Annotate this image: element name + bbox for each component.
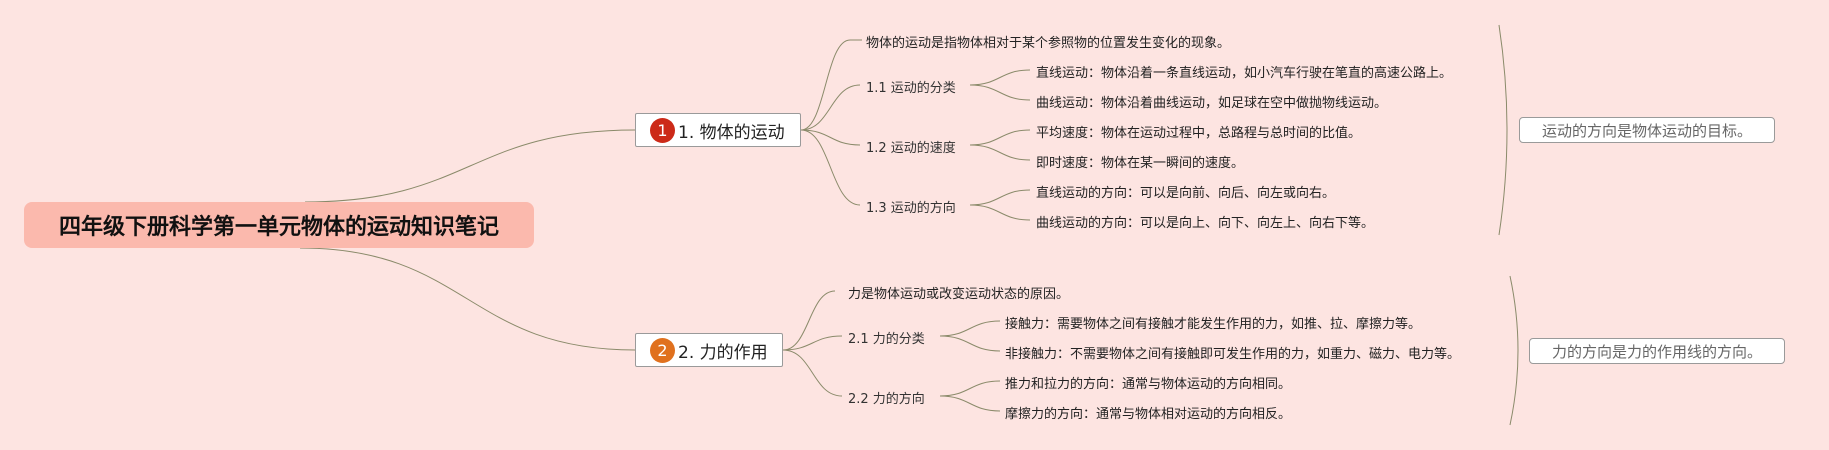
leaf-2-1-b[interactable]: 非接触力：不需要物体之间有接触即可发生作用的力，如重力、磁力、电力等。 xyxy=(1005,347,1461,362)
summary-1[interactable]: 运动的方向是物体运动的目标。 xyxy=(1519,117,1775,143)
subtopic-1-2[interactable]: 1.2 运动的速度 xyxy=(866,141,956,156)
subtopic-2-1[interactable]: 2.1 力的分类 xyxy=(848,332,925,347)
connector-b2-sub1 xyxy=(782,335,843,351)
root-title: 四年级下册科学第一单元物体的运动知识笔记 xyxy=(58,215,499,240)
connector-b2-sub1-leaf-b xyxy=(939,335,1001,352)
connector-b1-sub1 xyxy=(800,84,861,131)
leaf-1-2-a[interactable]: 平均速度：物体在运动过程中，总路程与总时间的比值。 xyxy=(1036,126,1362,141)
priority-2-icon: 2 xyxy=(650,337,675,363)
connector-b2-sub2-leaf-a xyxy=(939,380,1001,397)
connector-b1-sub3 xyxy=(800,129,861,206)
connector-b2-sub2 xyxy=(782,349,843,397)
leaf-1-1-b[interactable]: 曲线运动：物体沿着曲线运动，如足球在空中做抛物线运动。 xyxy=(1036,96,1388,111)
connector-b2-sub2-leaf-b xyxy=(939,395,1001,412)
connector-b1-definition xyxy=(800,39,851,131)
root-topic[interactable]: 四年级下册科学第一单元物体的运动知识笔记 xyxy=(24,202,534,248)
connector-b1-sub2-leaf-b xyxy=(969,144,1031,161)
connector-b2-sub1-leaf-a xyxy=(939,320,1001,337)
connector-b1-sub1-leaf-b xyxy=(969,84,1031,101)
leaf-2-1-a[interactable]: 接触力：需要物体之间有接触才能发生作用的力，如推、拉、摩擦力等。 xyxy=(1005,317,1422,332)
summary-1-bracket xyxy=(1498,24,1508,236)
leaf-1-3-b[interactable]: 曲线运动的方向：可以是向上、向下、向左上、向右下等。 xyxy=(1036,216,1375,231)
connector-root-branch-2 xyxy=(299,247,636,351)
subtopic-2-2[interactable]: 2.2 力的方向 xyxy=(848,392,925,407)
branch-1-topic[interactable]: 1 1. 物体的运动 xyxy=(635,113,801,147)
branch-2-title: 2. 力的作用 xyxy=(678,342,768,363)
connector-root-branch-1 xyxy=(304,129,636,203)
summary-2-bracket xyxy=(1509,275,1519,426)
branch-2-topic[interactable]: 2 2. 力的作用 xyxy=(635,333,783,367)
subtopic-1-1[interactable]: 1.1 运动的分类 xyxy=(866,81,956,96)
branch-1-definition[interactable]: 物体的运动是指物体相对于某个参照物的位置发生变化的现象。 xyxy=(866,36,1231,51)
connector-b1-sub2-leaf-a xyxy=(969,129,1031,146)
branch-2-definition[interactable]: 力是物体运动或改变运动状态的原因。 xyxy=(848,287,1070,302)
subtopic-1-3[interactable]: 1.3 运动的方向 xyxy=(866,201,956,216)
leaf-1-3-a[interactable]: 直线运动的方向：可以是向前、向后、向左或向右。 xyxy=(1036,186,1336,201)
leaf-1-2-b[interactable]: 即时速度：物体在某一瞬间的速度。 xyxy=(1036,156,1245,171)
connector-b1-sub3-leaf-b xyxy=(969,204,1031,221)
connector-b1-sub2 xyxy=(800,129,861,146)
connector-b2-definition xyxy=(782,290,836,351)
branch-1-title: 1. 物体的运动 xyxy=(678,122,785,143)
leaf-2-2-a[interactable]: 推力和拉力的方向：通常与物体运动的方向相同。 xyxy=(1005,377,1292,392)
connector-b1-sub1-leaf-a xyxy=(969,69,1031,86)
leaf-2-2-b[interactable]: 摩擦力的方向：通常与物体相对运动的方向相反。 xyxy=(1005,407,1292,422)
leaf-1-1-a[interactable]: 直线运动：物体沿着一条直线运动，如小汽车行驶在笔直的高速公路上。 xyxy=(1036,66,1453,81)
priority-1-icon: 1 xyxy=(650,117,675,143)
summary-2[interactable]: 力的方向是力的作用线的方向。 xyxy=(1529,338,1785,364)
connector-b1-sub3-leaf-a xyxy=(969,189,1031,206)
